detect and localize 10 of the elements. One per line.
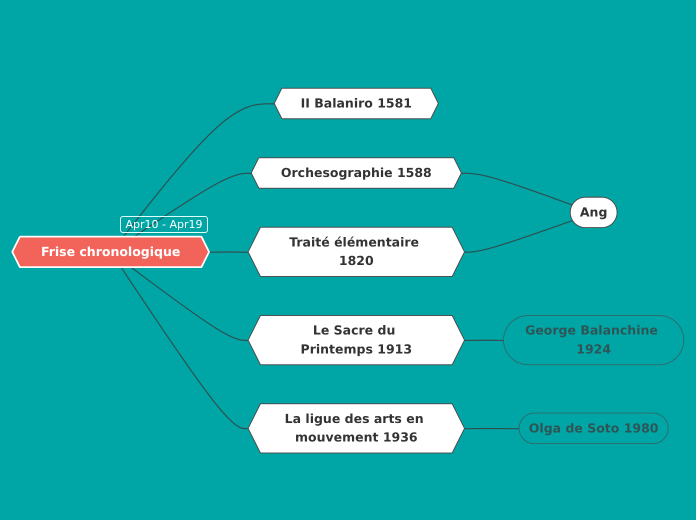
connector (133, 173, 252, 238)
connector (462, 173, 573, 206)
connector (464, 428, 520, 430)
connector (120, 268, 248, 430)
connector (131, 267, 248, 342)
date-range-tag: Apr10 - Apr19 (120, 216, 208, 234)
connector (464, 340, 504, 342)
connector (464, 220, 573, 254)
connector (122, 104, 275, 238)
connector (209, 252, 248, 254)
